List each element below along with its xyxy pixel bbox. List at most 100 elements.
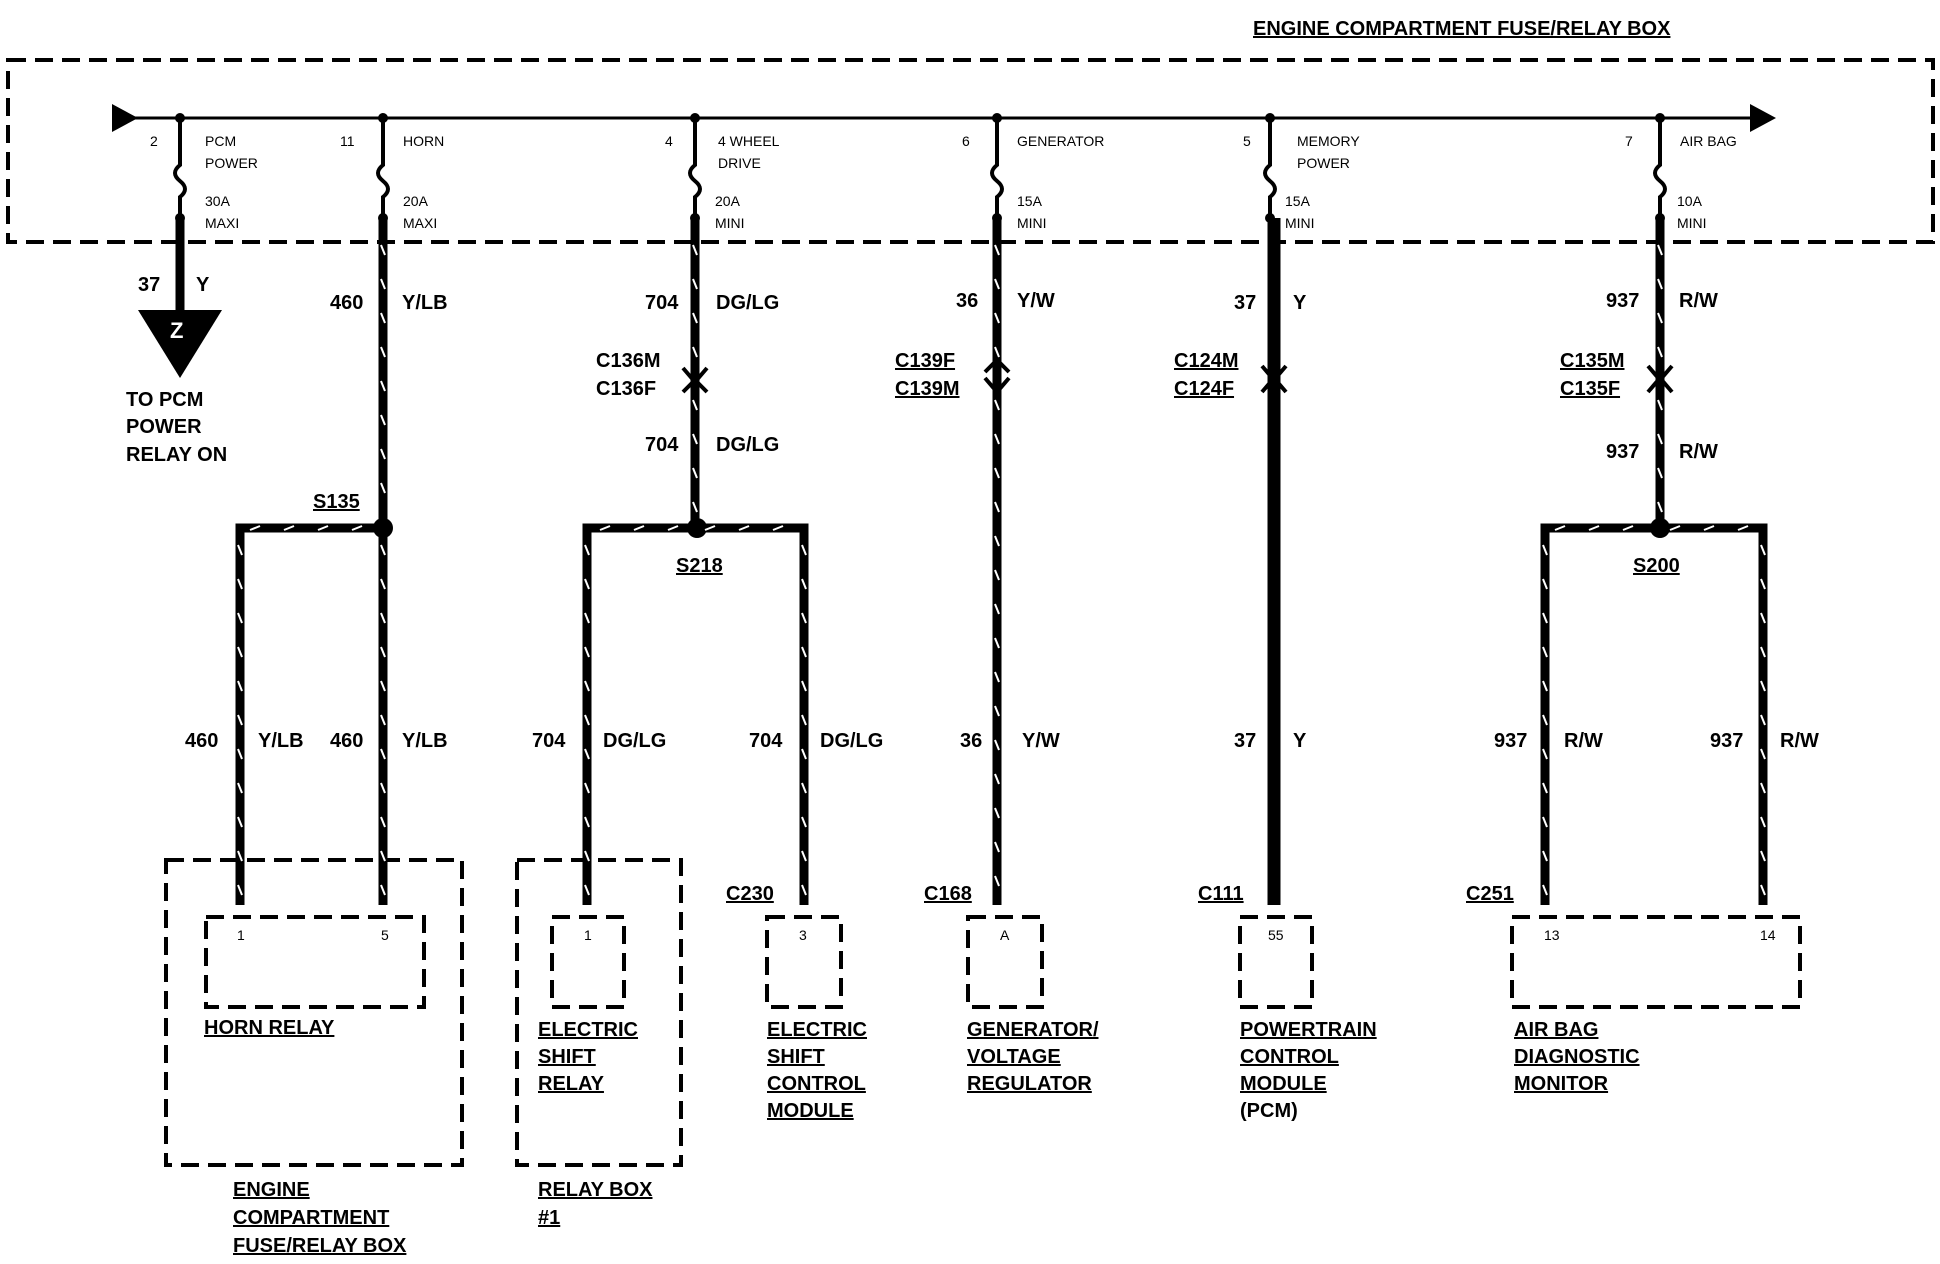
wire-circuit: 704 [532, 730, 566, 752]
wire-hatch-mark [380, 244, 386, 256]
component-label-4: MODULE [767, 1100, 854, 1122]
fuse-type: MAXI [205, 215, 239, 231]
connector-label: C168 [924, 883, 972, 905]
connector-label: C124M [1174, 350, 1238, 372]
wire-color: Y/LB [258, 730, 304, 752]
wire-hatch-mark [1542, 816, 1548, 828]
wire-circuit: 937 [1710, 730, 1743, 752]
wire-hatch-mark [994, 807, 1000, 819]
wire-hatch-mark [994, 399, 1000, 411]
wire-hatch-mark [599, 525, 611, 531]
module-pin: 13 [1544, 927, 1560, 943]
wire-color: Y/W [1022, 730, 1060, 752]
generator-circuit: 36 Y/W C139F C139M 36 Y/W C168 A GENERAT… [895, 218, 1099, 1095]
fuse-rating: 20A [715, 193, 741, 209]
connector-label: C251 [1466, 883, 1514, 905]
wire-color: R/W [1679, 441, 1718, 463]
wire-hatch-mark [237, 714, 243, 726]
fuse-name: HORN [403, 133, 444, 149]
component-label-2: CONTROL [1240, 1046, 1339, 1068]
component-label-3: FUSE/RELAY BOX [233, 1235, 407, 1257]
wire-hatch-mark [1542, 714, 1548, 726]
connector-label: C139F [895, 350, 955, 372]
wire-hatch-mark [801, 544, 807, 556]
wire-circuit: 937 [1494, 730, 1527, 752]
splice-label: S218 [676, 555, 723, 577]
fuse-type: MINI [1017, 215, 1047, 231]
wire-circuit: 36 [956, 290, 978, 312]
wire-hatch-mark [1657, 501, 1663, 513]
component-label: ELECTRIC [538, 1019, 638, 1041]
wire-hatch-mark [994, 875, 1000, 887]
wire-hatch-mark [994, 346, 1000, 358]
wire-circuit: 937 [1606, 441, 1639, 463]
wire-color: Y [1293, 730, 1307, 752]
wire-hatch-mark [994, 603, 1000, 615]
wire-hatch-mark [1760, 680, 1766, 692]
connector-female-icon [681, 377, 709, 394]
wire-circuit: 460 [330, 730, 363, 752]
wire-hatch-mark [704, 525, 716, 531]
wire-hatch-mark [237, 816, 243, 828]
pcm-connector-outline [1238, 915, 1314, 1009]
module-pin: 55 [1268, 927, 1284, 943]
wire-color: DG/LG [716, 434, 779, 456]
fuse-rating: 30A [205, 193, 231, 209]
wire-hatch-mark [692, 399, 698, 411]
fuse-memory-power: 5 MEMORY POWER 15A MINI [1243, 113, 1360, 231]
wire-hatch-mark [584, 680, 590, 692]
wire-hatch-mark [380, 278, 386, 290]
wire-circuit: 37 [1234, 292, 1256, 314]
fuse-type: MINI [715, 215, 745, 231]
wire-hatch-mark [584, 544, 590, 556]
wire-hatch-mark [380, 850, 386, 862]
fuse-name-2: DRIVE [718, 155, 761, 171]
component-label-4: (PCM) [1240, 1100, 1298, 1122]
wire-hatch-mark [1657, 467, 1663, 479]
wire-hatch-mark [283, 525, 295, 531]
wire-hatch-mark [584, 578, 590, 590]
wire-hatch-mark [738, 525, 750, 531]
wire-hatch-mark [1542, 850, 1548, 862]
wire-hatch-mark [801, 782, 807, 794]
fuse-name: MEMORY [1297, 133, 1360, 149]
connector-label: C230 [726, 883, 774, 905]
wire-hatch-mark [801, 748, 807, 760]
wire-color: Y/LB [402, 292, 448, 314]
component-label-3: MONITOR [1514, 1073, 1609, 1095]
wire-hatch-mark [1554, 525, 1566, 531]
wire-hatch-mark [380, 748, 386, 760]
component-label-3: REGULATOR [967, 1073, 1092, 1095]
wire-hatch-mark [1760, 748, 1766, 760]
wire-circuit: 36 [960, 730, 982, 752]
connector-triangle-icon [138, 310, 222, 378]
wire-hatch-mark [380, 646, 386, 658]
wire-hatch-mark [1760, 544, 1766, 556]
wire-hatch-mark [994, 705, 1000, 717]
four-wheel-drive-circuit: 704 DG/LG C136M C136F 704 DG/LG S218 704… [515, 218, 883, 1229]
component-label: RELAY BOX [538, 1179, 653, 1201]
fuse-position: 7 [1625, 133, 1633, 149]
wire-hatch-mark [994, 433, 1000, 445]
fuse-position: 5 [1243, 133, 1251, 149]
wire-hatch-mark [1542, 612, 1548, 624]
wire-hatch-mark [380, 448, 386, 460]
wire-hatch-mark [994, 501, 1000, 513]
component-label-2: #1 [538, 1207, 560, 1229]
fuse-name-2: POWER [1297, 155, 1350, 171]
wire-hatch-mark [692, 346, 698, 358]
fuse-position: 6 [962, 133, 970, 149]
wire-hatch-mark [1760, 612, 1766, 624]
wire-hatch-mark [1703, 525, 1715, 531]
wire-hatch-mark [801, 612, 807, 624]
wire-hatch-mark [237, 578, 243, 590]
component-label: ELECTRIC [767, 1019, 867, 1041]
wire-hatch-mark [1542, 544, 1548, 556]
relay-box-1-outline [515, 858, 683, 1167]
relay-pin: 5 [381, 927, 389, 943]
wire-hatch-mark [1760, 816, 1766, 828]
engine-fuse-relay-box-outline [164, 858, 464, 1167]
wire-hatch-mark [633, 525, 645, 531]
destination-label-3: RELAY ON [126, 444, 227, 466]
